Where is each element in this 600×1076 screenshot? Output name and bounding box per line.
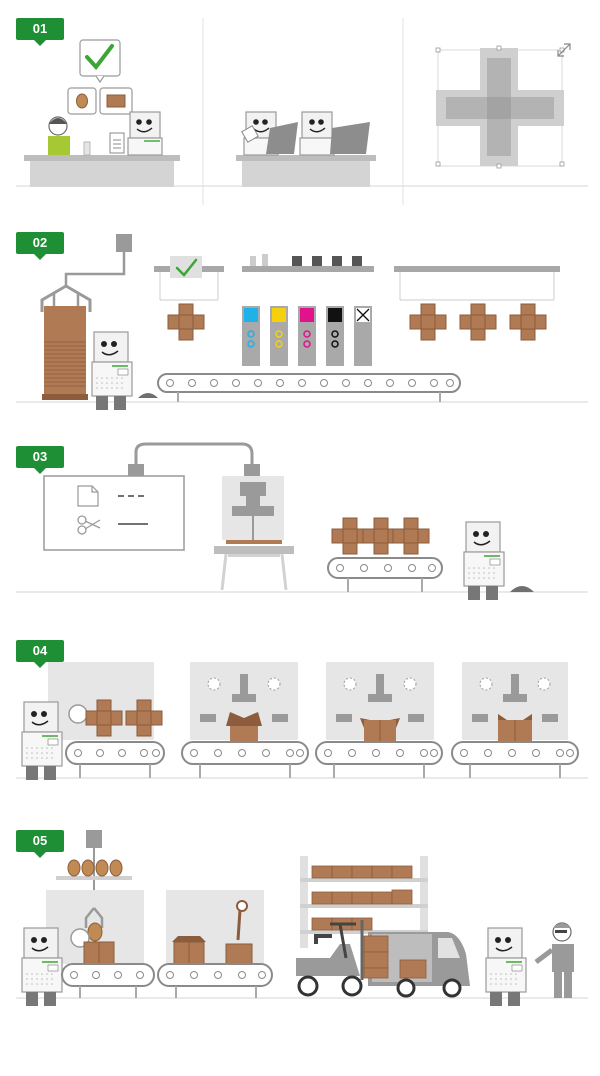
control-screen [43,475,185,551]
step-01-scene [16,18,588,205]
step-badge-01: 01 [16,18,64,46]
step-badge-02: 02 [16,232,64,260]
box-icon [106,94,126,108]
robot-icon [485,927,527,1007]
folding-station-2 [326,662,434,742]
conveyor-belt [65,741,165,778]
box-bubble [99,87,133,115]
step-02-scene [16,234,588,411]
conveyor-belt [327,557,443,592]
scissors-icon [77,515,101,535]
gripper-icon [84,907,104,928]
egg-icon [76,93,88,109]
dieline-drawing [435,43,571,169]
step-03-scene [16,442,588,601]
resize-arrow-icon [557,43,571,57]
conveyor-belt [181,741,309,778]
document-icon [77,485,99,507]
die-cutter [214,476,294,591]
step-04-scene [16,662,588,781]
person-icon [48,116,70,155]
egg-bubble [67,87,97,115]
clipboard-icon [109,132,125,154]
ink-cartridges [242,306,372,366]
cardboard-stack [42,306,88,400]
checkmark-icon [85,44,114,71]
conveyor-belt [315,741,443,778]
conveyor-belt [61,963,155,998]
folding-station-1 [190,662,298,742]
folding-station-3 [462,662,568,742]
robot-icon [21,701,63,781]
person-icon [534,922,574,998]
conveyor-belt [451,741,579,778]
robot-icon [127,111,163,156]
step-badge-04: 04 [16,640,64,668]
egg-icon [67,859,123,877]
robot-icon [463,521,505,601]
step-badge-05: 05 [16,830,64,858]
robot-icon [299,111,335,156]
conveyor-belt [157,963,273,998]
approval-bubble [79,39,121,84]
step-05-scene [16,830,588,1007]
robot-icon [91,331,133,411]
step-badge-03: 03 [16,446,64,474]
gripper-icon [40,284,92,312]
checkmark-icon [175,258,198,277]
forklift-icon [296,920,389,997]
robot-icon [21,927,63,1007]
conveyor-belt [157,373,461,402]
